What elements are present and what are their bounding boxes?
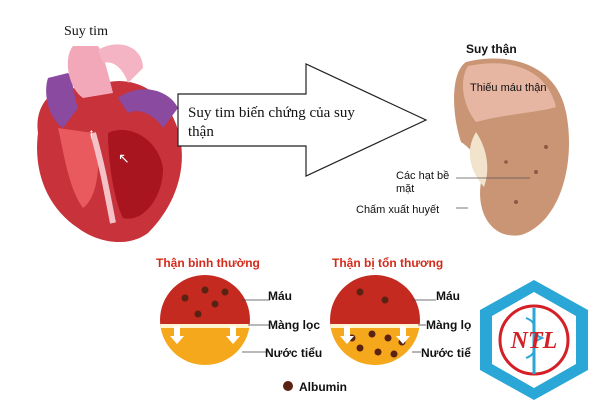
heart-chamber-left [58, 128, 99, 208]
kidney-illustration [454, 58, 569, 236]
aortic-arch [98, 44, 143, 83]
damaged-blood-label: Máu [436, 289, 460, 303]
kidney-cortex [462, 63, 556, 122]
ntl-logo: NTL [480, 280, 588, 400]
normal-kidney-title: Thận bình thường [156, 256, 260, 270]
damaged-urine-label: Nước tiể [421, 346, 471, 360]
big-arrow [177, 63, 428, 177]
albumin-legend-label: Albumin [299, 380, 347, 394]
septum [90, 132, 116, 224]
normal-filtration-diagram [160, 275, 270, 365]
pulmonary-vessel-right [118, 89, 178, 128]
damaged-kidney-title: Thận bị tổn thương [332, 256, 444, 270]
normal-blood-label: Máu [268, 289, 292, 303]
label-surface-granules: Các hạt bề mặt [396, 170, 450, 195]
label-hemorrhage-spots: Chấm xuất huyết [356, 204, 440, 216]
normal-urine-label: Nước tiểu [265, 346, 323, 360]
damaged-membrane-label: Màng lọ [426, 318, 472, 332]
kidney-pointer-lines [456, 177, 530, 209]
flow-arrow-icon: ↑ [88, 125, 95, 141]
kidney-title: Suy thận [466, 42, 517, 56]
logo-text: NTL [510, 328, 558, 354]
label-ischemia: Thiếu máu thận [470, 82, 547, 94]
arrow-caption: Suy tim biến chứng của suy thận [188, 105, 355, 140]
heart-chamber-right [108, 129, 163, 219]
heart-title: Suy tim [64, 24, 108, 39]
normal-membrane-label: Màng lọc [268, 318, 321, 332]
damaged-filtration-diagram [330, 275, 436, 365]
heart-illustration: ↑ ↖ [37, 44, 182, 243]
albumin-legend-dot [283, 381, 293, 391]
flow-arrow-icon: ↖ [118, 150, 130, 166]
superior-vessel-left [46, 73, 78, 128]
renal-pelvis [469, 132, 488, 187]
